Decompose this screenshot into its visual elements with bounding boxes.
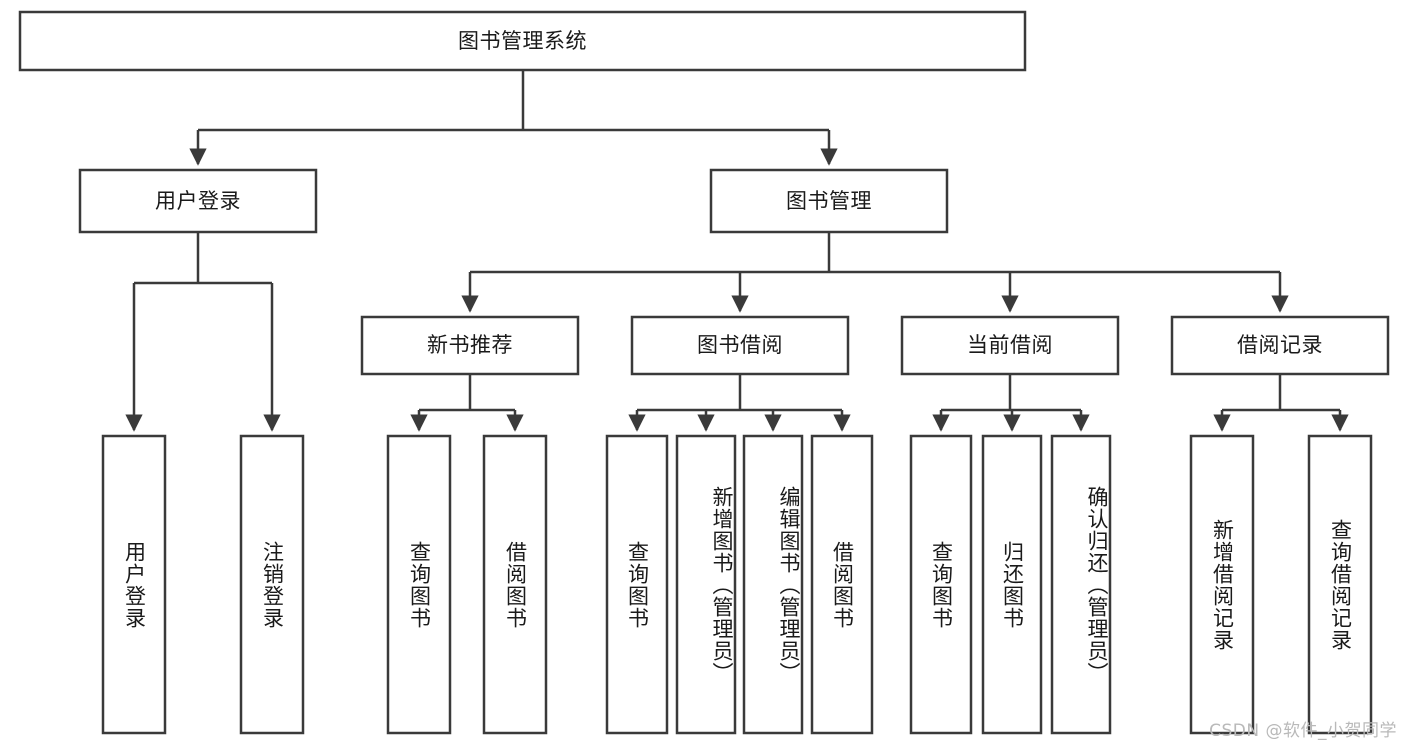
watermark-text: CSDN @软件_小贺同学 (1209, 721, 1397, 741)
leaf-box-book-borrow-2[interactable] (742, 434, 804, 735)
node-box-current-borrow[interactable] (900, 315, 1120, 376)
leaf-box-book-borrow-0[interactable] (605, 434, 669, 735)
node-box-book-borrow[interactable] (630, 315, 850, 376)
node-box-new-book-recommend[interactable] (360, 315, 580, 376)
leaf-box-current-borrow-2[interactable] (1050, 434, 1112, 735)
node-box-user-login[interactable] (78, 168, 318, 234)
leaf-box-user-login-1[interactable] (239, 434, 305, 735)
leaf-box-current-borrow-0[interactable] (909, 434, 973, 735)
leaf-box-borrow-record-0[interactable] (1189, 434, 1255, 735)
leaf-box-new-book-1[interactable] (482, 434, 548, 735)
node-box-root[interactable] (18, 10, 1027, 72)
leaf-box-user-login-0[interactable] (101, 434, 167, 735)
leaf-box-current-borrow-1[interactable] (981, 434, 1043, 735)
node-box-borrow-record[interactable] (1170, 315, 1390, 376)
leaf-box-book-borrow-1[interactable] (675, 434, 737, 735)
leaf-box-new-book-0[interactable] (386, 434, 452, 735)
node-box-book-management[interactable] (709, 168, 949, 234)
leaf-box-borrow-record-1[interactable] (1307, 434, 1373, 735)
leaf-box-book-borrow-3[interactable] (810, 434, 874, 735)
